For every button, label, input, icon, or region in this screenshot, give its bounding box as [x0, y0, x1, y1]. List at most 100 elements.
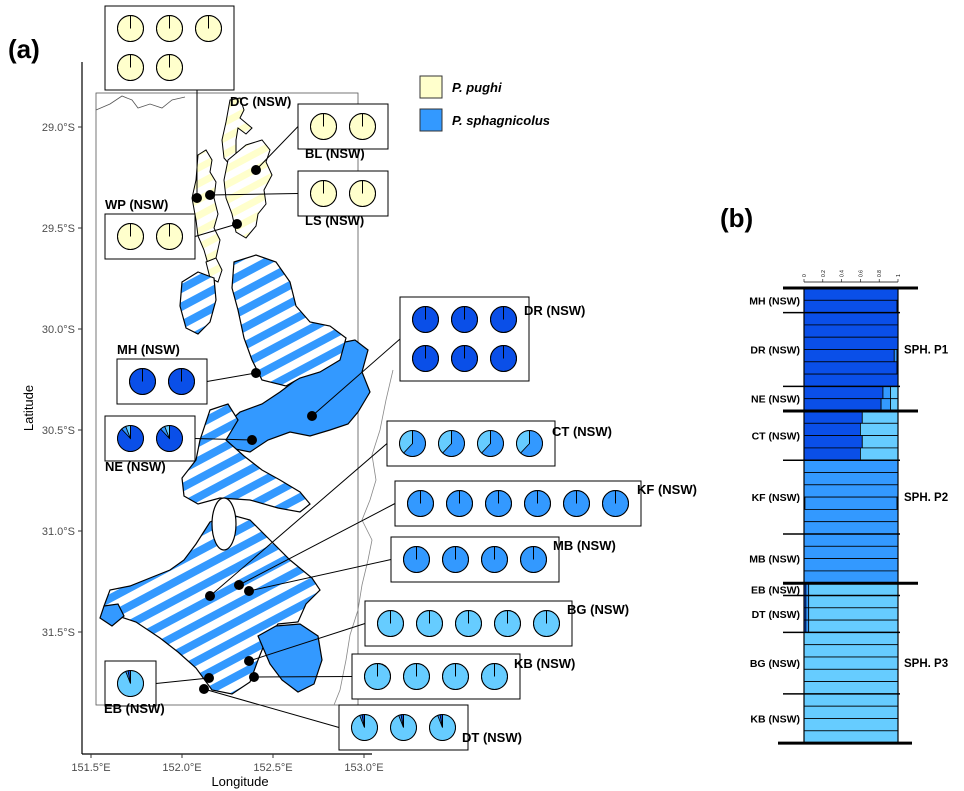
structure-bar-segment: [808, 607, 899, 621]
pie-chart: [156, 15, 183, 42]
leader-line: [155, 677, 210, 684]
site-label: BL (NSW): [305, 146, 365, 161]
site-point: [249, 672, 259, 682]
leader-line: [248, 623, 366, 662]
pie-chart: [516, 430, 543, 457]
structure-bar-segment: [803, 385, 884, 400]
sph-range-solid: [219, 339, 371, 453]
pie-chart: [429, 714, 456, 741]
site-point: [205, 591, 215, 601]
structure-bar-segment: [803, 410, 863, 424]
site-label: WP (NSW): [105, 197, 168, 212]
structure-bar-segment: [805, 619, 810, 633]
structure-bar-segment: [808, 619, 899, 633]
structure-pop-label: KB (NSW): [750, 714, 800, 726]
site-box: DC (NSW): [104, 5, 291, 109]
pie-chart: [533, 610, 560, 637]
site-box: MH (NSW): [116, 342, 208, 405]
structure-pop-label: KF (NSW): [752, 492, 800, 504]
x-tick-label: 152.5°E: [253, 762, 292, 774]
pie-chart: [494, 610, 521, 637]
pie-chart: [351, 714, 378, 741]
y-tick-label: 29.5°S: [42, 223, 75, 235]
y-tick-label: 31.0°S: [42, 526, 75, 538]
structure-bar-segment: [893, 349, 898, 363]
structure-bar-segment: [882, 385, 891, 400]
leader-line: [194, 438, 253, 441]
structure-bar-segment: [861, 410, 899, 424]
cluster-label: SPH. P3: [904, 658, 948, 670]
structure-bar-segment: [803, 361, 898, 375]
pie-chart: [490, 345, 517, 372]
structure-bar-segment: [803, 693, 899, 707]
site-points: [192, 165, 317, 694]
cluster-label: SPH. P1: [904, 345, 949, 357]
legend-swatch-sphagnicolus: [419, 108, 443, 132]
site-box: WP (NSW): [104, 197, 196, 260]
y-tick-label: 31.5°S: [42, 627, 75, 639]
pughi-range-polygon: [191, 149, 221, 265]
leader-line: [248, 559, 392, 592]
pie-chart: [117, 15, 144, 42]
legend-label-pughi: P. pughi: [452, 80, 502, 95]
structure-bar-segment: [803, 299, 898, 313]
structure-tick-label: 0.8: [877, 270, 883, 277]
site-box: KB (NSW): [351, 653, 575, 700]
structure-bar-segment: [803, 644, 899, 658]
pie-chart: [117, 670, 144, 697]
structure-bar-segment: [808, 595, 899, 609]
x-tick-label: 152.0°E: [162, 762, 201, 774]
pie-chart: [310, 113, 337, 140]
sph-range-hatched: [103, 513, 321, 695]
pie-chart: [481, 663, 508, 690]
site-label: DC (NSW): [230, 94, 291, 109]
leader-line: [238, 503, 396, 586]
site-point: [307, 411, 317, 421]
structure-bar-segment: [803, 447, 861, 461]
pie-chart: [403, 546, 430, 573]
site-box: NE (NSW): [104, 415, 196, 474]
coastline: [333, 369, 394, 706]
site-label: NE (NSW): [105, 459, 166, 474]
structure-bar-segment: [805, 607, 810, 621]
site-label: DT (NSW): [462, 730, 522, 745]
structure-bar-segment: [808, 582, 899, 596]
panel-b-label: (b): [720, 203, 753, 233]
leader-line: [194, 223, 238, 237]
pie-chart: [451, 345, 478, 372]
sph-range-hatched: [231, 254, 347, 387]
pie-chart: [156, 425, 183, 452]
structure-bar-segment: [803, 545, 899, 559]
structure-bar-segment: [803, 521, 899, 535]
site-label: BG (NSW): [567, 602, 629, 617]
leader-line: [209, 443, 388, 597]
pie-chart: [416, 610, 443, 637]
structure-pop-label: BG (NSW): [750, 658, 800, 670]
leader-line: [253, 676, 353, 678]
pie-chart: [377, 610, 404, 637]
site-label: MH (NSW): [117, 342, 180, 357]
pie-chart: [156, 54, 183, 81]
structure-bar-segment: [805, 595, 810, 609]
site-box: BG (NSW): [364, 600, 629, 647]
pughi-range-polygon: [223, 139, 273, 239]
site-label: MB (NSW): [553, 538, 616, 553]
structure-bar-segment: [803, 484, 899, 498]
sph-range-hatched: [179, 271, 217, 335]
pie-chart: [349, 180, 376, 207]
leader-line: [203, 688, 340, 728]
pie-chart: [412, 306, 439, 333]
sph-range-solid: [257, 623, 323, 693]
structure-bar-segment: [805, 582, 810, 596]
site-box: EB (NSW): [104, 660, 165, 716]
site-label: KB (NSW): [514, 656, 575, 671]
structure-bar-segment: [803, 422, 861, 436]
structure-frame: [803, 287, 899, 744]
cluster-label: SPH. P2: [904, 492, 948, 504]
structure-bar-segment: [803, 681, 899, 695]
site-point: [251, 165, 261, 175]
structure-bar-segment: [803, 312, 899, 326]
x-tick-label: 151.5°E: [71, 762, 110, 774]
structure-bar-segment: [803, 349, 895, 363]
site-box: MB (NSW): [390, 536, 616, 583]
